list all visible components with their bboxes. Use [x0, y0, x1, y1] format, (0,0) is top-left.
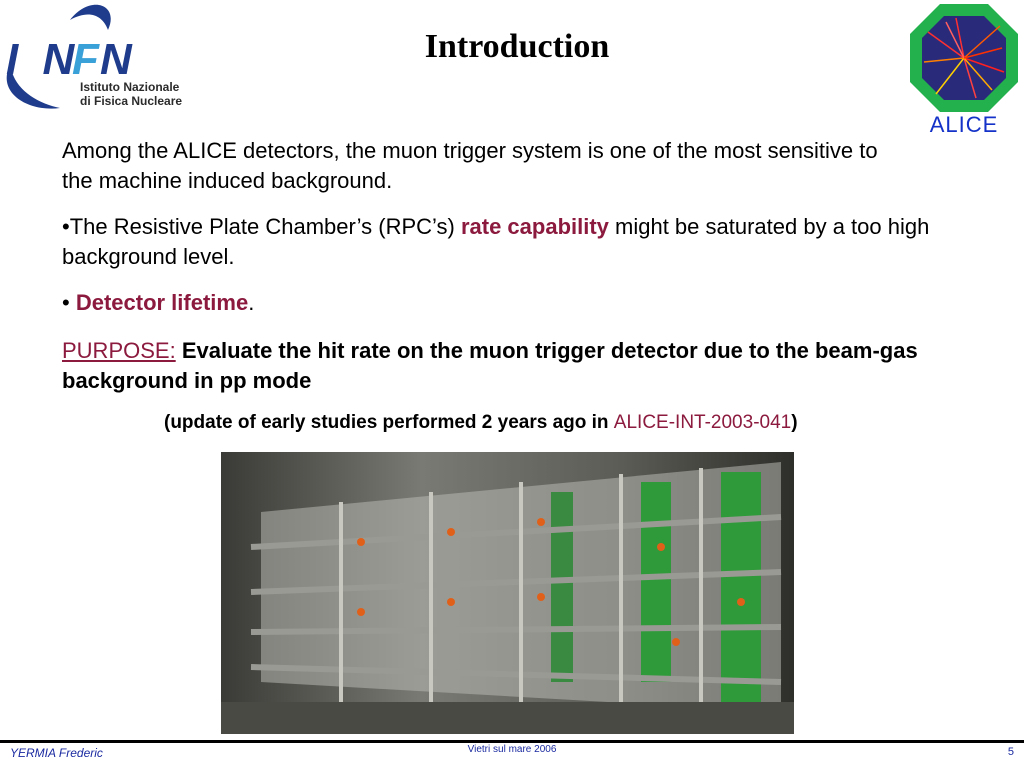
alice-int-reference: ALICE-INT-2003-041 [613, 412, 792, 433]
paragraph-intro: Among the ALICE detectors, the muon trig… [62, 138, 878, 193]
purpose-text: Evaluate the hit rate on the muon trigge… [62, 338, 918, 393]
rpc-detector-image [221, 452, 794, 734]
footer-location-date: Vietri sul mare 2006 [467, 744, 557, 755]
infn-logo-graphic: I N F N [6, 4, 133, 109]
purpose-label: PURPOSE: [62, 338, 176, 363]
svg-text:N: N [100, 35, 133, 84]
update-suffix: ) [791, 412, 798, 433]
alice-logo [906, 2, 1022, 136]
infn-subtitle-line1: Istituto Nazionale [80, 80, 180, 94]
lifetime-bullet: • [62, 290, 76, 315]
slide-title: Introduction [424, 28, 610, 65]
footer-author: YERMIA Frederic [10, 746, 103, 760]
update-note: (update of early studies performed 2 yea… [164, 410, 798, 436]
infn-logo: I N F N [0, 0, 190, 116]
svg-text:I N: I N [6, 35, 80, 84]
detector-photo [221, 452, 794, 734]
update-prefix: (update of early studies performed 2 yea… [164, 412, 614, 433]
lifetime-suffix: . [248, 290, 255, 315]
infn-subtitle-line2: di Fisica Nucleare [80, 94, 183, 108]
footer-page-number: 5 [1007, 746, 1014, 758]
rate-prefix: •The Resistive Plate Chamber’s (RPC’s) [62, 214, 461, 239]
alice-logo-text: ALICE [929, 112, 999, 137]
alice-octagon-graphic [910, 4, 1018, 112]
paragraph-purpose: PURPOSE: Evaluate the hit rate on the mu… [62, 336, 962, 396]
detector-lifetime-highlight: Detector lifetime [75, 290, 249, 315]
paragraph-rate-capability: •The Resistive Plate Chamber’s (RPC’s) r… [62, 212, 962, 272]
rate-suffix: might be saturated by a too high backgro… [62, 214, 930, 269]
paragraph-lifetime: • Detector lifetime. [62, 288, 962, 318]
svg-text:F: F [72, 35, 100, 84]
rate-capability-highlight: rate capability [460, 214, 609, 239]
footer-divider [0, 740, 1024, 743]
